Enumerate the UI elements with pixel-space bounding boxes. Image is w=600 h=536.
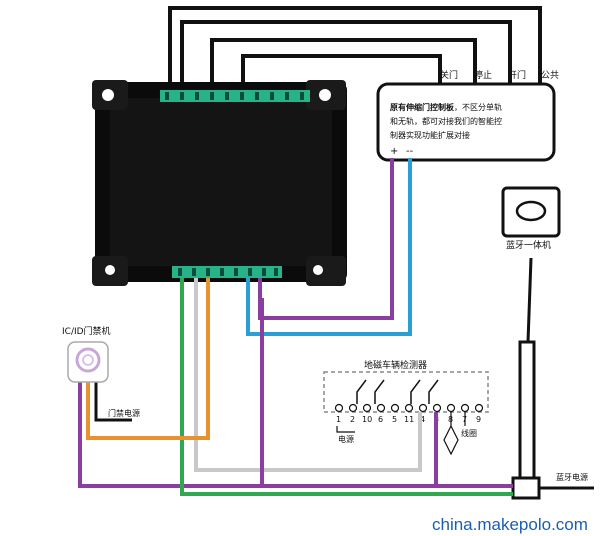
coil-icon xyxy=(443,412,466,456)
access-reader-label: IC/ID门禁机 xyxy=(62,325,111,337)
black-control-wires xyxy=(168,6,542,92)
mount-hole-icon xyxy=(313,265,323,275)
note-title: 原有伸缩门控制板 xyxy=(390,102,455,112)
terminal-common-label: 公共 xyxy=(541,70,559,81)
bluetooth-unit: 蓝牙一体机 xyxy=(501,186,561,500)
detector-pin: 11 xyxy=(404,415,414,424)
blue-wire-minus xyxy=(246,158,412,336)
terminal-open-label: 开门 xyxy=(508,69,526,81)
gray-wire xyxy=(194,278,422,472)
terminal-close-label: 关门 xyxy=(440,69,458,81)
existing-controller-box: 关门 停止 开门 公共 原有伸缩门控制板，不区分单轨 和无轨，都可对接我们的智能… xyxy=(376,69,559,162)
minus-terminal-label: -- xyxy=(406,146,414,157)
bottom-terminal-block xyxy=(172,266,282,278)
note-line3: 制器实现功能扩展对接 xyxy=(390,130,470,140)
smart-controller-module xyxy=(92,80,347,286)
bluetooth-label: 蓝牙一体机 xyxy=(506,239,551,251)
plus-terminal-label: + xyxy=(390,146,398,157)
detector-pin: 5 xyxy=(392,415,397,424)
detector-coil-label: 线圈 xyxy=(461,428,477,438)
mount-hole-icon xyxy=(105,265,115,275)
access-power-label: 门禁电源 xyxy=(108,408,140,418)
detector-title: 地磁车辆检测器 xyxy=(364,359,427,371)
watermark: china.makepolo.com xyxy=(432,515,588,534)
purple-wire-detector xyxy=(78,278,264,488)
terminal-stop-label: 停止 xyxy=(474,69,492,81)
green-wire xyxy=(180,278,513,496)
loop-detector: 地磁车辆检测器 1 2 10 6 5 11 4 3 8 7 9 xyxy=(323,359,489,456)
note-line2: 和无轨，都可对接我们的智能控 xyxy=(390,116,502,126)
detector-pin: 9 xyxy=(476,415,481,424)
card-reader-icon xyxy=(75,347,101,373)
detector-pin: 2 xyxy=(350,415,355,424)
note-line1: ，不区分单轨 xyxy=(454,102,502,112)
detector-pin: 10 xyxy=(362,415,372,424)
svg-text:原有伸缩门控制板，不区分单轨: 原有伸缩门控制板，不区分单轨 xyxy=(390,102,502,112)
orange-wire xyxy=(86,278,210,440)
access-reader: IC/ID门禁机 门禁电源 xyxy=(62,325,140,418)
black-power-wire xyxy=(94,380,132,422)
bt-power-label: 蓝牙电源 xyxy=(556,472,588,482)
bluetooth-pole xyxy=(518,340,536,480)
mount-hole-icon xyxy=(319,89,331,101)
bluetooth-junction xyxy=(511,476,541,500)
detector-pin: 4 xyxy=(420,415,425,424)
detector-pin: 6 xyxy=(378,415,383,424)
mount-hole-icon xyxy=(102,89,114,101)
detector-pin: 1 xyxy=(336,415,341,424)
bluetooth-reader-icon xyxy=(515,200,547,222)
detector-power-label: 电源 xyxy=(338,434,354,444)
